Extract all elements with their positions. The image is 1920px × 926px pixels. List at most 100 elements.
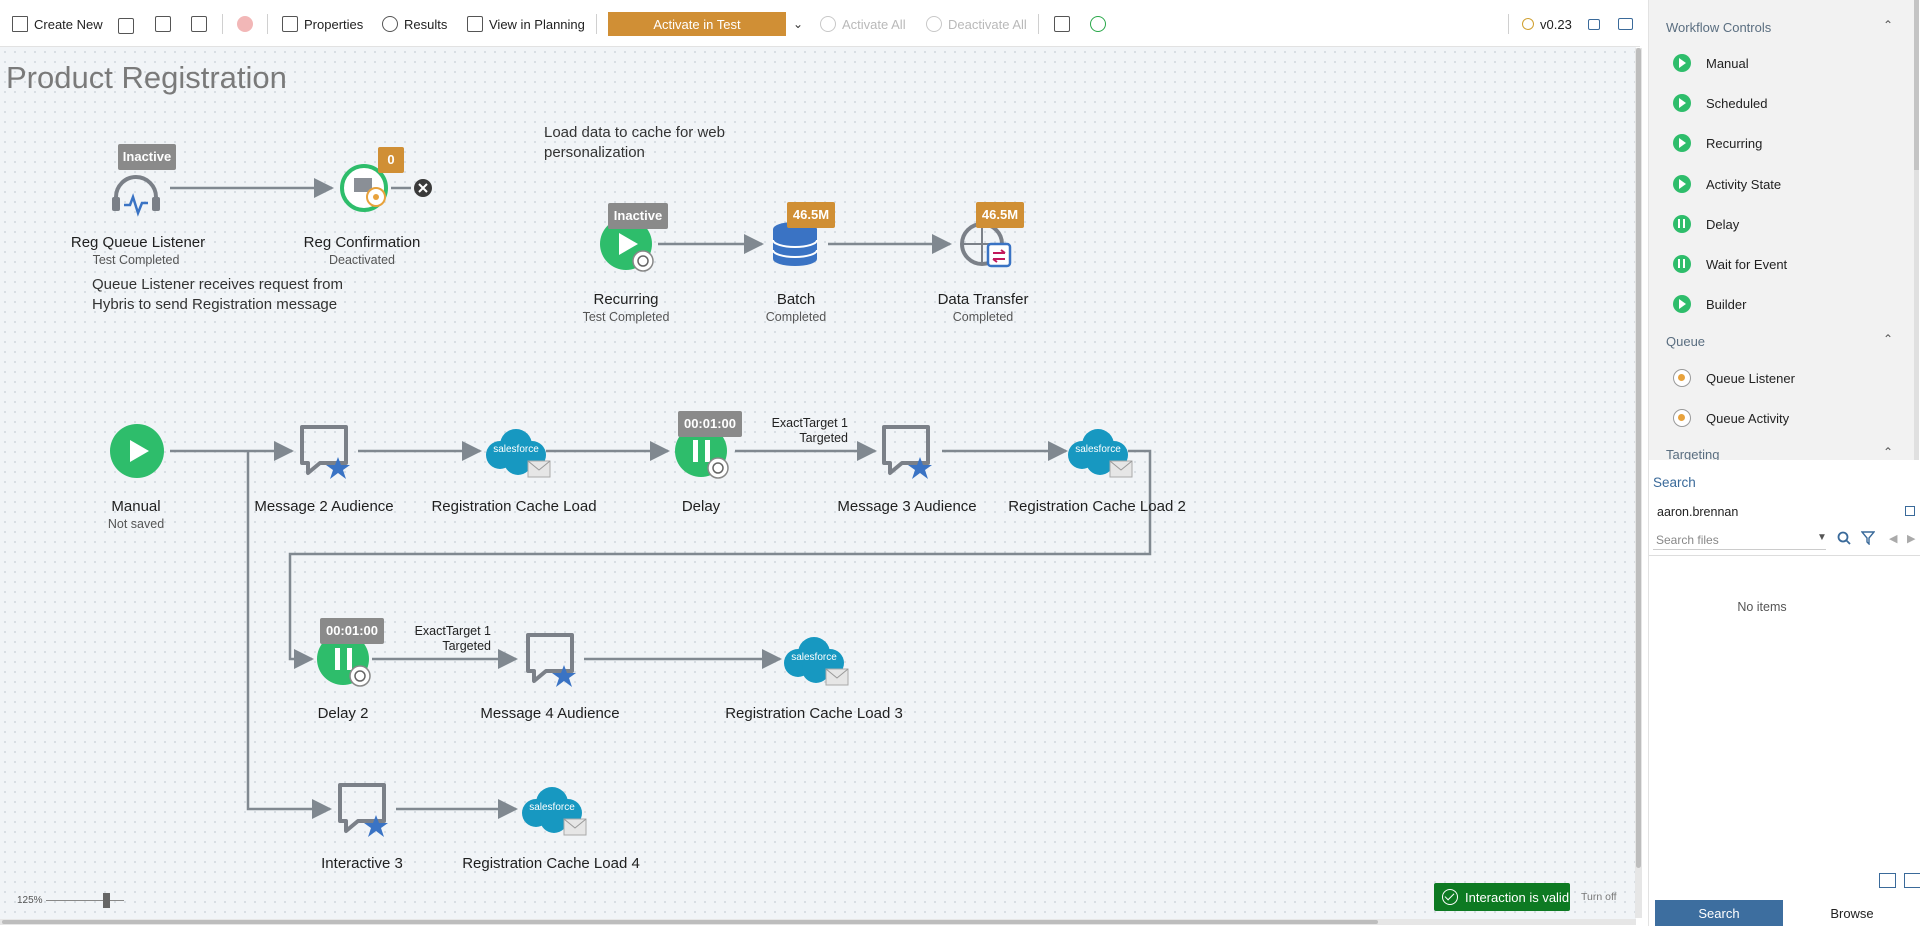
node-registration-cache-load[interactable]: Registration Cache Load (431, 498, 597, 515)
message-4-audience-icon (526, 633, 578, 689)
version-button[interactable]: v0.23 (1522, 12, 1572, 36)
scrollbar-thumb[interactable] (2, 920, 1378, 924)
zoom-slider-track[interactable] (46, 900, 124, 901)
zoom-slider-handle[interactable] (103, 893, 110, 908)
copy-button[interactable] (191, 12, 213, 36)
toolbar-divider (1508, 14, 1509, 34)
node-message-3-audience[interactable]: Message 3 Audience (837, 498, 977, 515)
search-icon[interactable] (1837, 531, 1851, 545)
version-icon (1522, 18, 1534, 30)
node-recurring[interactable]: Recurring (593, 291, 659, 308)
next-icon[interactable]: ▶ (1907, 533, 1916, 545)
node-registration-cache-load-2[interactable]: Registration Cache Load 2 (1008, 498, 1186, 515)
palette-item-delay[interactable]: Delay (1673, 212, 1739, 236)
canvas-vertical-scrollbar[interactable] (1635, 48, 1642, 918)
node-status: Completed (952, 310, 1014, 324)
node-message-2-audience[interactable]: Message 2 Audience (254, 498, 394, 515)
node-message-4-audience[interactable]: Message 4 Audience (480, 705, 620, 722)
palette-item-builder[interactable]: Builder (1673, 292, 1746, 316)
user-folder[interactable]: aaron.brennan (1657, 505, 1739, 519)
view-in-planning-button[interactable]: View in Planning (467, 12, 585, 36)
save-button[interactable] (155, 12, 177, 36)
properties-button[interactable]: Properties (282, 12, 363, 36)
palette-item-wait-for-event[interactable]: Wait for Event (1673, 252, 1787, 276)
edge-label-line: ExactTarget 1 (771, 416, 848, 430)
node-interactive-3[interactable]: Interactive 3 (321, 855, 403, 872)
scrollbar-thumb[interactable] (1914, 0, 1919, 170)
new-document-icon (12, 16, 28, 32)
restore-window-button[interactable] (1588, 12, 1606, 36)
thumbnail-view-icon[interactable] (1904, 873, 1920, 888)
toggle-panel-button[interactable] (1618, 12, 1639, 36)
node-status: Deactivated (328, 253, 396, 267)
chevron-up-icon[interactable]: ⌃ (1883, 332, 1894, 346)
database-icon (772, 222, 818, 266)
count-badge: 46.5M (976, 202, 1024, 228)
node-registration-cache-load-3[interactable]: Registration Cache Load 3 (725, 705, 903, 722)
node-delay[interactable]: Delay (681, 498, 721, 515)
canvas-horizontal-scrollbar[interactable] (0, 919, 1636, 925)
filter-icon[interactable] (1861, 531, 1875, 545)
open-button[interactable] (118, 12, 140, 36)
activate-in-test-button[interactable]: Activate in Test (608, 12, 786, 36)
external-link-icon[interactable] (1905, 506, 1915, 516)
search-panel: Search aaron.brennan Search files ▼ ◀ ▶ … (1649, 460, 1920, 926)
palette-item-manual[interactable]: Manual (1673, 51, 1749, 75)
chevron-up-icon[interactable]: ⌃ (1883, 445, 1894, 459)
create-new-button[interactable]: Create New (12, 12, 103, 36)
validate-button[interactable] (1054, 12, 1076, 36)
node-registration-cache-load-4[interactable]: Registration Cache Load 4 (462, 855, 640, 872)
pause-icon (1673, 215, 1691, 233)
panel-toggle-icon (1618, 18, 1633, 30)
play-icon (1673, 175, 1691, 193)
node-batch[interactable]: Batch (776, 291, 816, 308)
queue-activity-icon (340, 164, 388, 212)
list-view-icon[interactable] (1879, 873, 1896, 888)
search-input[interactable]: Search files (1653, 530, 1826, 550)
message-2-audience-icon (300, 425, 352, 481)
message-3-audience-icon (882, 425, 934, 481)
section-workflow-controls[interactable]: Workflow Controls (1666, 20, 1772, 35)
chevron-down-icon[interactable]: ▼ (1817, 532, 1827, 543)
delete-button[interactable] (237, 12, 259, 36)
node-delay-2[interactable]: Delay 2 (317, 705, 369, 722)
palette-scrollbar[interactable] (1914, 0, 1919, 460)
validate-icon (1054, 16, 1070, 32)
palette-item-queue-listener[interactable]: Queue Listener (1673, 366, 1795, 390)
previous-icon[interactable]: ◀ (1889, 533, 1898, 545)
validation-status: Interaction is valid (1434, 883, 1570, 911)
node-data-transfer[interactable]: Data Transfer (937, 291, 1029, 308)
turn-off-link[interactable]: Turn off (1581, 891, 1617, 903)
restore-icon (1588, 18, 1600, 30)
node-manual[interactable]: Manual (111, 498, 161, 515)
refresh-button[interactable] (1090, 12, 1112, 36)
chevron-up-icon[interactable]: ⌃ (1883, 18, 1894, 32)
play-circle-icon (820, 16, 836, 32)
stop-icon (237, 16, 253, 32)
palette-item-recurring[interactable]: Recurring (1673, 131, 1762, 155)
palette-item-activity-state[interactable]: Activity State (1673, 172, 1781, 196)
palette-item-label: Scheduled (1706, 95, 1768, 111)
deactivate-all-label: Deactivate All (948, 16, 1027, 32)
activate-menu-caret[interactable]: ⌄ (788, 12, 808, 36)
scrollbar-thumb[interactable] (1636, 48, 1641, 868)
deactivate-all-button[interactable]: Deactivate All (926, 12, 1027, 36)
note-line: personalization (544, 144, 645, 161)
workflow-canvas[interactable]: Product Registration (0, 47, 1636, 921)
palette-item-scheduled[interactable]: Scheduled (1673, 91, 1767, 115)
pie-chart-icon (382, 16, 398, 32)
divider (1649, 555, 1920, 556)
palette-item-queue-activity[interactable]: Queue Activity (1673, 406, 1789, 430)
queue-listener-icon (1673, 369, 1691, 387)
edge-label-line: ExactTarget 1 (414, 624, 491, 638)
tab-browse[interactable]: Browse (1830, 905, 1874, 921)
section-targeting[interactable]: Targeting (1666, 447, 1720, 460)
tab-search[interactable]: Search (1655, 900, 1783, 926)
section-queue[interactable]: Queue (1666, 334, 1706, 349)
palette-item-label: Recurring (1706, 135, 1763, 151)
salesforce-text: salesforce (529, 802, 575, 813)
node-reg-confirmation[interactable]: Reg Confirmation (303, 234, 421, 251)
node-reg-queue-listener[interactable]: Reg Queue Listener (70, 234, 206, 251)
activate-all-button[interactable]: Activate All (820, 12, 906, 36)
results-button[interactable]: Results (382, 12, 447, 36)
